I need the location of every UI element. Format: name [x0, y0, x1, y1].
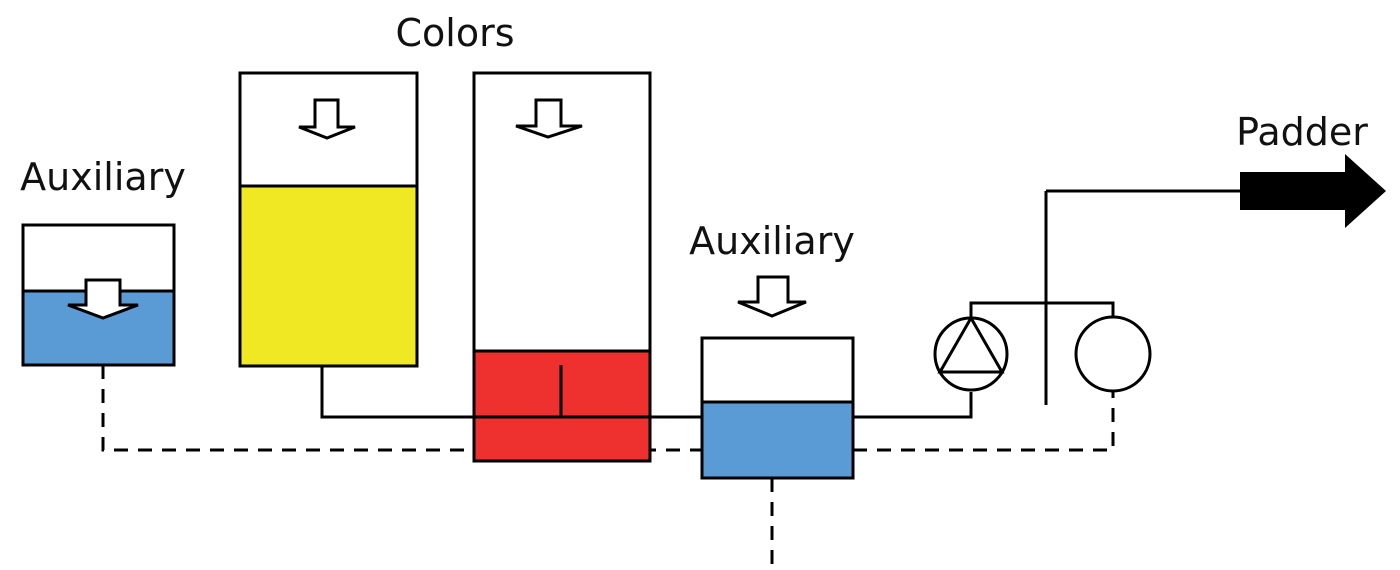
pump-feed-line: [853, 392, 973, 419]
color-tank-red-border: [472, 71, 652, 463]
down-arrow-icon: [298, 98, 356, 140]
colors-label: Colors: [395, 11, 514, 55]
auxiliary-left-label: Auxiliary: [20, 155, 186, 199]
auxiliary-tank-left-border: [21, 223, 176, 367]
pump-circle: [933, 316, 1009, 392]
pump-icon: [933, 314, 1009, 392]
mixing-tank: [700, 336, 855, 480]
auxiliary-dashed-line-right: [853, 392, 1115, 452]
auxiliary-tank-left: [21, 223, 176, 367]
meter-icon: [1074, 315, 1152, 393]
auxiliary-right-label: Auxiliary: [689, 219, 855, 263]
color-tank-yellow-liquid: [241, 186, 416, 365]
pump-triangle: [937, 314, 1005, 374]
mixing-tank-liquid: [703, 402, 852, 477]
color-tank-yellow: [238, 71, 419, 368]
padder-arrow-icon: [1240, 154, 1386, 228]
down-arrow-icon: [515, 98, 583, 139]
padder-label: Padder: [1236, 110, 1368, 154]
manifold-line: [969, 301, 1115, 318]
color-tank-yellow-border: [238, 71, 419, 368]
down-arrow-icon: [737, 275, 807, 318]
mixing-tank-border: [700, 336, 855, 480]
color-tank-red: [472, 71, 652, 463]
down-arrow-icon: [67, 278, 139, 320]
